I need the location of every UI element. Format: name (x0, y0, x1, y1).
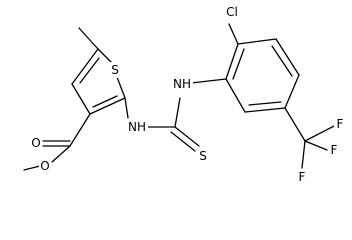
bond-c-s-double-1 (174, 126, 200, 147)
bond-c2-nh-lower (124, 97, 129, 119)
atom-o-carbonyl: O (31, 136, 40, 150)
bond-c3-c4 (71, 83, 91, 115)
bond-c2-c3-inner (92, 95, 118, 108)
atom-f-right: F (331, 143, 338, 157)
bond-c3-carbonyl (69, 113, 91, 147)
bond-c4-c5 (71, 48, 99, 85)
bond-nh-upper-aryl (190, 78, 227, 84)
bond-o-methyl (23, 165, 41, 171)
bonds (23, 23, 337, 171)
bond-ar5-ar6-inner (248, 101, 282, 106)
bond-ar1-ar2 (225, 43, 239, 80)
bond-ar5-ar6 (244, 107, 286, 113)
bond-ar3-ar4 (275, 38, 300, 76)
bond-methyl-c5 (78, 27, 99, 50)
bond-ar3-ar4-inner (271, 45, 293, 77)
atom-labels: Cl S NH NH S O O F F F (30, 4, 346, 185)
bond-ar2-ar3 (237, 38, 277, 45)
bond-cf3-f-right (304, 140, 328, 151)
bond-cf3-f-top (304, 124, 337, 142)
bond-ar5-cf3 (284, 107, 306, 142)
bond-c-nh-upper (174, 97, 181, 128)
atom-f-bottom: F (299, 170, 306, 184)
bond-c2-c3 (89, 97, 126, 115)
bond-carbonyl-o-single (51, 145, 71, 163)
bond-ar2-cl (228, 23, 239, 45)
atom-nh-upper: NH (173, 77, 191, 91)
bond-cf3-f-bottom (301, 140, 306, 169)
atom-cl: Cl (226, 5, 238, 19)
atom-s-thione: S (199, 149, 207, 163)
atom-s-ring: S (111, 63, 119, 77)
bond-s-c2 (116, 76, 126, 99)
atom-o-ester: O (40, 159, 49, 173)
bond-c5-s (97, 48, 113, 64)
bond-c4-c5-inner (79, 57, 100, 84)
bond-ar1-ar2-inner (232, 48, 245, 80)
structure-drawing: Cl S NH NH S O O F F F (23, 4, 346, 185)
bond-ar6-ar1 (225, 78, 246, 113)
atom-nh-lower: NH (128, 120, 146, 134)
bond-ar4-ar5 (284, 74, 300, 109)
bond-c-s-double-2 (170, 131, 196, 152)
atom-f-top: F (337, 117, 344, 131)
molecule-diagram: Cl S NH NH S O O F F F (23, 4, 346, 185)
